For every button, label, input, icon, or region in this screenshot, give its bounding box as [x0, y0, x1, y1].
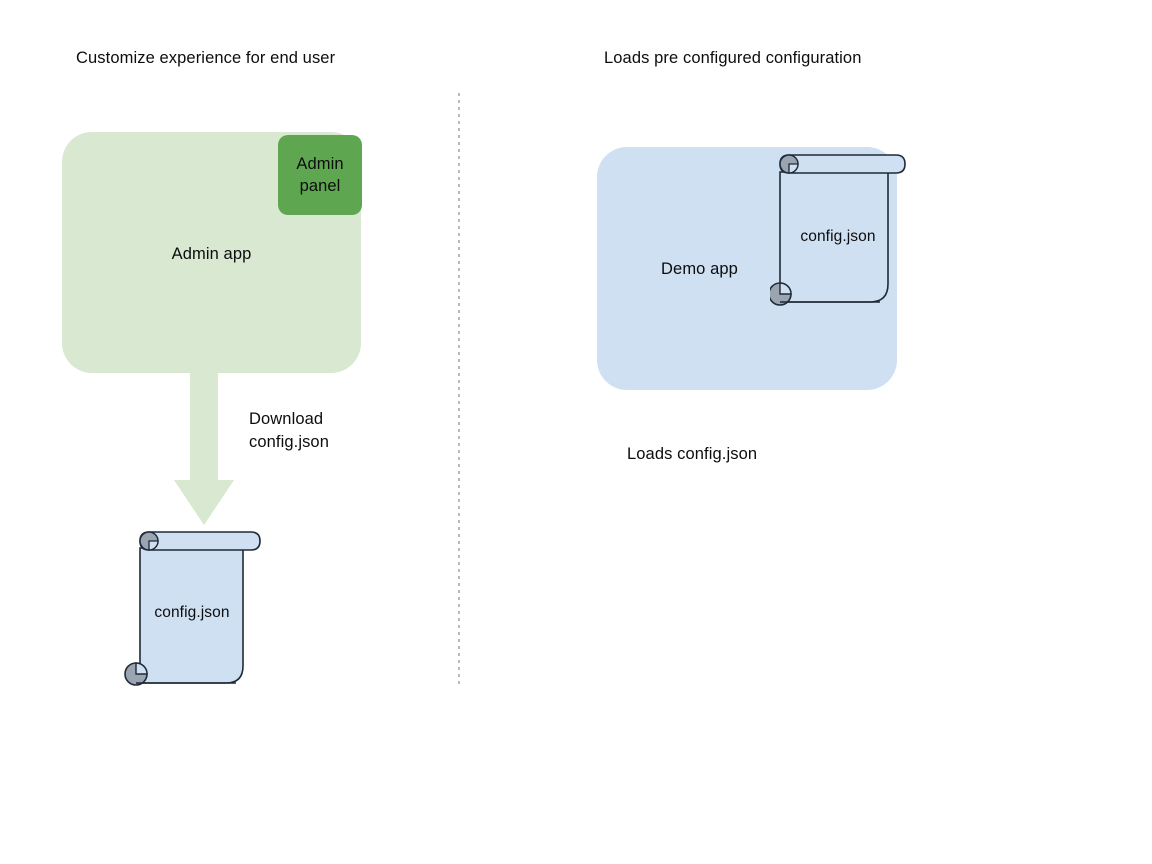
download-arrow-line1: Download config.json — [249, 410, 329, 451]
config-file-right-label: config.json — [800, 228, 876, 245]
admin-panel-label: Admin panel — [296, 155, 344, 195]
vertical-dotted-divider — [458, 93, 460, 686]
config-file-scroll-right — [770, 154, 906, 306]
left-column-title: Customize experience for end user — [76, 49, 336, 67]
download-arrow-label: Download config.json — [249, 408, 329, 453]
right-column-title: Loads pre configured configuration — [604, 49, 862, 67]
admin-app-label: Admin app — [171, 245, 252, 263]
download-arrow-icon — [174, 370, 234, 525]
demo-app-label: Demo app — [661, 260, 738, 278]
loads-config-caption: Loads config.json — [627, 445, 758, 463]
config-file-left-label: config.json — [154, 604, 230, 621]
admin-panel-badge[interactable]: Admin panel — [278, 135, 362, 215]
config-file-scroll-left — [124, 531, 261, 686]
